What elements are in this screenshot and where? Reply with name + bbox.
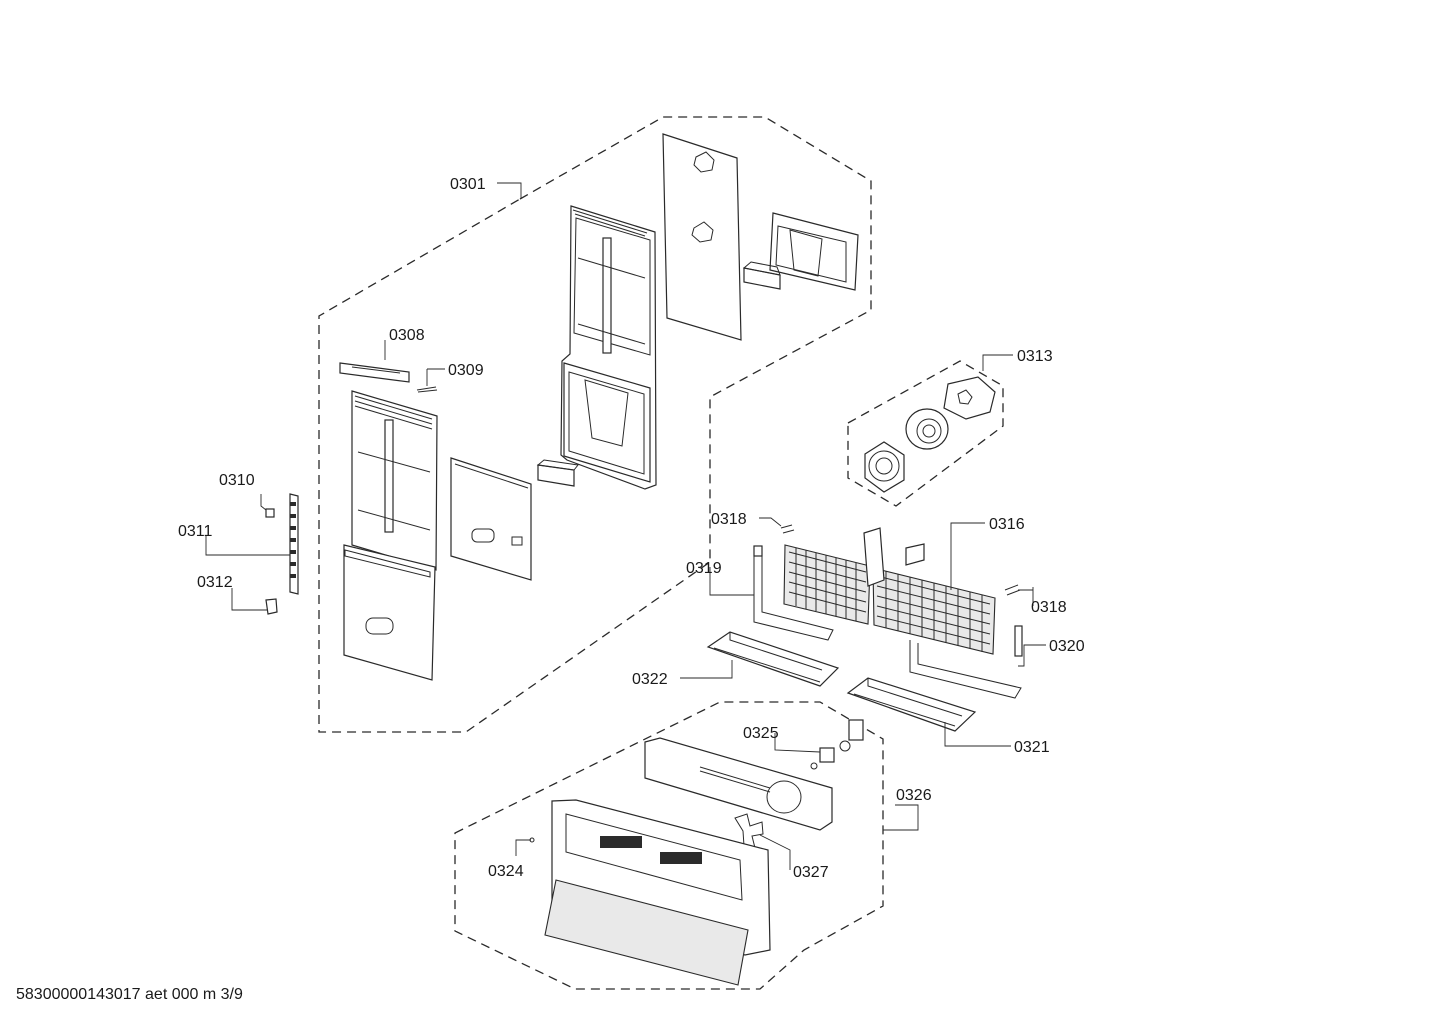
label-0310: 0310 xyxy=(219,472,255,489)
duct-housing xyxy=(544,799,771,986)
door-front-panel-lower xyxy=(343,544,436,681)
label-0326: 0326 xyxy=(896,787,932,804)
leader-lines xyxy=(205,182,1046,870)
evaporator-right xyxy=(872,567,996,655)
fan-motor xyxy=(905,408,949,450)
drip-tray-0322 xyxy=(706,631,840,687)
fan-shroud xyxy=(644,737,833,831)
inner-door-liner-upper xyxy=(560,205,657,490)
label-0319: 0319 xyxy=(686,560,722,577)
heater-0320 xyxy=(909,625,1023,699)
inner-door-liner-lower xyxy=(351,390,438,571)
label-0324: 0324 xyxy=(488,863,524,880)
label-0322: 0322 xyxy=(632,671,668,688)
label-0327: 0327 xyxy=(793,864,829,881)
dispenser-cradle xyxy=(536,459,579,487)
trim-strip-0308 xyxy=(339,362,410,383)
label-0318-left: 0318 xyxy=(711,511,747,528)
fan-0325-parts xyxy=(810,719,864,770)
label-0320: 0320 xyxy=(1049,638,1085,655)
label-0312: 0312 xyxy=(197,574,233,591)
label-0308: 0308 xyxy=(389,327,425,344)
hinge-0312 xyxy=(265,598,278,615)
fan-housing xyxy=(864,441,905,493)
label-0313: 0313 xyxy=(1017,348,1053,365)
drawing-reference-footer: 58300000143017 aet 000 m 3/9 xyxy=(16,986,243,1003)
group-0326-boundary xyxy=(454,701,884,990)
label-0301: 0301 xyxy=(450,176,486,193)
evaporator-left xyxy=(783,544,871,625)
group-0313-boundary xyxy=(847,360,1004,507)
label-0311: 0311 xyxy=(178,523,213,540)
fan-cover-0313 xyxy=(943,376,996,420)
label-0316: 0316 xyxy=(989,516,1025,533)
label-0318-right: 0318 xyxy=(1031,599,1067,616)
clip-0309 xyxy=(416,386,438,393)
label-0325: 0325 xyxy=(743,725,779,742)
evaporator-bracket xyxy=(863,527,925,587)
insulation-sheet xyxy=(662,133,742,341)
label-0309: 0309 xyxy=(448,362,484,379)
cap-0310 xyxy=(265,508,275,518)
label-0321: 0321 xyxy=(1014,739,1050,756)
sensor-clip-0318-left xyxy=(780,524,795,534)
side-panel xyxy=(450,457,532,581)
heater-0319 xyxy=(753,545,834,641)
upper-bracket xyxy=(742,212,859,291)
sensor-clip-0318-right xyxy=(1004,584,1021,596)
hinge-rail-0311 xyxy=(289,493,299,595)
group-0301-boundary xyxy=(318,116,872,733)
drip-tray-0321 xyxy=(846,677,977,732)
